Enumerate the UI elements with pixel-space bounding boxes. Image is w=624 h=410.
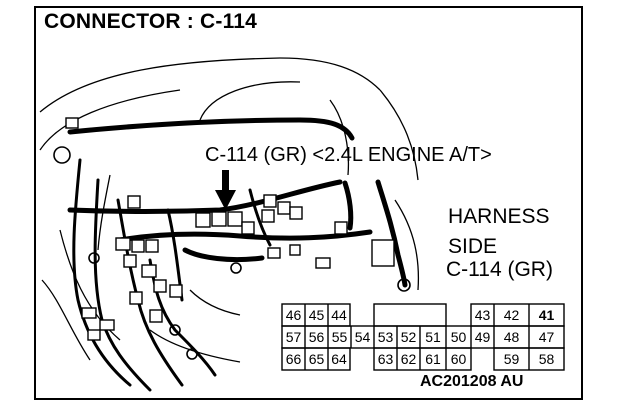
pin-63: 63 — [377, 351, 394, 367]
connector-title: CONNECTOR : C-114 — [44, 10, 258, 33]
pin-61: 61 — [425, 351, 441, 367]
pin-46: 46 — [285, 307, 302, 323]
pin-51: 51 — [425, 329, 441, 345]
pin-54: 54 — [354, 329, 371, 345]
pin-42: 42 — [503, 307, 520, 323]
pin-53: 53 — [377, 329, 394, 345]
pin-64: 64 — [331, 351, 347, 367]
diagram-frame — [34, 6, 583, 400]
pin-50: 50 — [450, 329, 467, 345]
connector-callout-label: C-114 (GR) <2.4L ENGINE A/T> — [205, 144, 492, 166]
pin-59: 59 — [503, 351, 520, 367]
harness-side-label-line3: C-114 (GR) — [446, 258, 553, 281]
pin-62: 62 — [400, 351, 417, 367]
pin-41: 41 — [538, 307, 555, 323]
pin-45: 45 — [308, 307, 325, 323]
pin-48: 48 — [503, 329, 520, 345]
pin-60: 60 — [450, 351, 467, 367]
pin-47: 47 — [538, 329, 555, 345]
callout-arrow — [215, 170, 236, 210]
pin-43: 43 — [474, 307, 491, 323]
connector-pinout-grid — [281, 303, 565, 371]
harness-side-label-line2: SIDE — [448, 235, 498, 258]
pin-58: 58 — [538, 351, 555, 367]
pin-52: 52 — [400, 329, 417, 345]
pin-56: 56 — [308, 329, 325, 345]
pin-66: 66 — [285, 351, 302, 367]
pin-55: 55 — [331, 329, 348, 345]
pin-49: 49 — [474, 329, 491, 345]
pin-65: 65 — [308, 351, 325, 367]
harness-side-label-line1: HARNESS — [448, 205, 550, 228]
pin-57: 57 — [285, 329, 302, 345]
pin-44: 44 — [331, 307, 347, 323]
figure-code: AC201208 AU — [420, 373, 524, 390]
